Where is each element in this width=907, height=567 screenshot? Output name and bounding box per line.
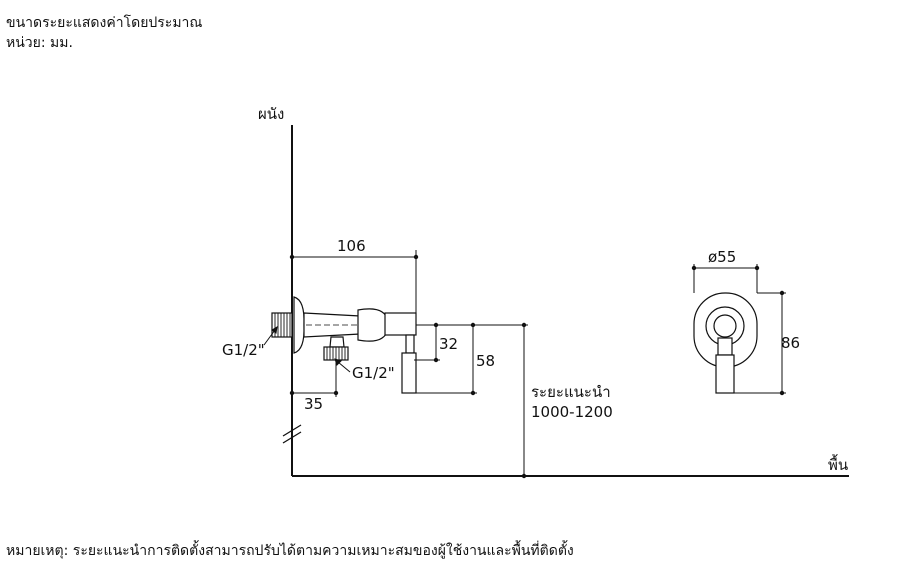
wall-label: ผนัง — [258, 105, 284, 123]
valve-front-view — [693, 292, 758, 394]
diagram-title: ขนาดระยะแสดงค่าโดยประมาณ — [6, 15, 203, 31]
depth-dimension: 35 — [304, 395, 323, 413]
front-dimension-lines — [693, 264, 786, 394]
footer-note: หมายเหตุ: ระยะแนะนำการติดตั้งสามารถปรับไ… — [6, 543, 574, 559]
thread-leaders — [263, 326, 351, 373]
handle-height-dimension: 58 — [476, 352, 495, 370]
outlet-thread-label: G1/2" — [352, 364, 395, 382]
outlet-height-dimension: 32 — [439, 335, 458, 353]
front-dimension-dots — [691, 265, 785, 396]
plate-height-dimension: 86 — [781, 334, 800, 352]
unit-label: หน่วย: มม. — [6, 35, 73, 51]
floor-label: พื้น — [828, 454, 848, 474]
diameter-dimension: ø55 — [708, 248, 736, 266]
recommended-height-value: 1000-1200 — [531, 403, 613, 421]
length-dimension: 106 — [337, 237, 366, 255]
valve-side-view — [271, 296, 417, 394]
recommended-height-label: ระยะแนะนำ — [531, 383, 611, 401]
dimension-dots — [289, 254, 527, 479]
inlet-thread-label: G1/2" — [222, 341, 265, 359]
wall-break-symbol — [282, 424, 302, 444]
dimension-lines — [292, 250, 528, 476]
